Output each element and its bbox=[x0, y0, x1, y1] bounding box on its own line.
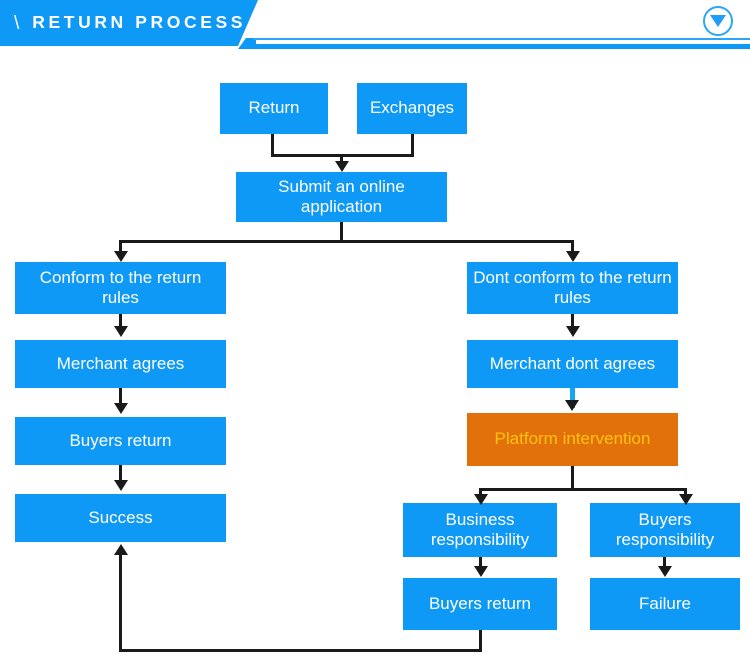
connector-loop-up bbox=[119, 553, 122, 650]
node-buyers-responsibility[interactable]: Buyers responsibility bbox=[590, 503, 740, 557]
node-exchanges[interactable]: Exchanges bbox=[357, 83, 467, 134]
arrowhead-merchant-dont-agrees bbox=[566, 326, 580, 337]
connector-business-to-buyers-return bbox=[479, 557, 482, 569]
connector-buyers-return-to-success bbox=[119, 465, 122, 480]
node-return[interactable]: Return bbox=[220, 83, 328, 134]
connector-buyers-responsibility-to-failure bbox=[663, 557, 666, 569]
node-conform-to-return-rules[interactable]: Conform to the return rules bbox=[15, 262, 226, 314]
arrowhead-loop-to-success bbox=[114, 544, 128, 555]
node-platform-intervention[interactable]: Platform intervention bbox=[467, 413, 678, 466]
connector-merchant-dont-agrees-to-platform bbox=[570, 388, 575, 408]
arrowhead-success bbox=[114, 480, 128, 491]
header-banner-tail bbox=[238, 38, 256, 49]
node-buyers-return-right[interactable]: Buyers return bbox=[403, 578, 557, 630]
connector-dont-conform-to-merchant-dont-agrees bbox=[571, 314, 574, 329]
connector-loop-horizontal bbox=[119, 649, 482, 652]
connector-merge-to-submit bbox=[340, 154, 343, 164]
node-merchant-dont-agrees[interactable]: Merchant dont agrees bbox=[467, 340, 678, 388]
connector-split-right-down bbox=[571, 240, 574, 254]
arrowhead-to-conform bbox=[114, 251, 128, 262]
node-buyers-return-left[interactable]: Buyers return bbox=[15, 417, 226, 465]
page-header: \ RETURN PROCESS bbox=[0, 0, 750, 55]
arrowhead-to-submit bbox=[335, 161, 349, 172]
header-banner-shape bbox=[0, 0, 258, 46]
arrowhead-buyers-return-left bbox=[114, 403, 128, 414]
connector-platform-down bbox=[571, 466, 574, 491]
connector-submit-down bbox=[340, 222, 343, 242]
arrowhead-merchant-agrees bbox=[114, 326, 128, 337]
arrowhead-business-responsibility bbox=[474, 494, 488, 505]
node-submit-online-application[interactable]: Submit an online application bbox=[236, 172, 447, 222]
header-title-group: \ RETURN PROCESS bbox=[0, 0, 272, 46]
header-rule-thin bbox=[253, 38, 750, 40]
connector-split-left-down bbox=[119, 240, 122, 254]
connector-conform-to-merchant-agrees bbox=[119, 314, 122, 329]
triangle-down-glyph bbox=[710, 15, 726, 27]
connector-exchanges-down bbox=[411, 134, 414, 156]
connector-return-down bbox=[271, 134, 274, 156]
header-slash-mark: \ bbox=[14, 12, 20, 34]
arrowhead-platform-intervention bbox=[565, 400, 579, 411]
header-rule-thick bbox=[246, 44, 750, 49]
triangle-down-icon[interactable] bbox=[703, 6, 733, 36]
node-merchant-agrees[interactable]: Merchant agrees bbox=[15, 340, 226, 388]
node-dont-conform-to-return-rules[interactable]: Dont conform to the return rules bbox=[467, 262, 678, 314]
connector-merchant-agrees-to-buyers-return bbox=[119, 388, 122, 403]
node-failure[interactable]: Failure bbox=[590, 578, 740, 630]
arrowhead-to-dont-conform bbox=[566, 251, 580, 262]
arrowhead-failure bbox=[658, 566, 672, 577]
page-title: RETURN PROCESS bbox=[32, 12, 247, 33]
node-business-responsibility[interactable]: Business responsibility bbox=[403, 503, 557, 557]
connector-split-horizontal bbox=[119, 240, 574, 243]
connector-loop-down bbox=[479, 630, 482, 652]
arrowhead-buyers-return-right bbox=[474, 566, 488, 577]
connector-platform-split-horizontal bbox=[479, 488, 687, 491]
arrowhead-buyers-responsibility bbox=[679, 494, 693, 505]
node-success[interactable]: Success bbox=[15, 494, 226, 542]
